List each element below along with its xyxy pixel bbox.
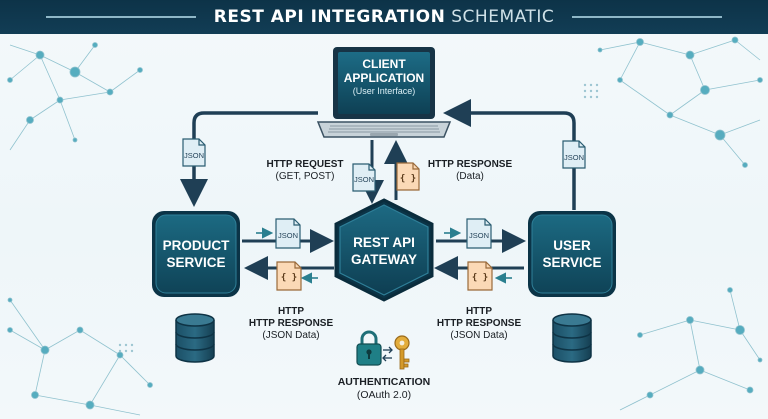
gateway-label-line2: GATEWAY bbox=[350, 251, 417, 267]
braces-file-icon: { } bbox=[276, 261, 302, 291]
json-file-icon: JSON bbox=[466, 218, 492, 249]
authentication-sub: (OAuth 2.0) bbox=[356, 388, 412, 401]
small-flow-arrows bbox=[256, 227, 512, 284]
product-service-box bbox=[152, 211, 240, 297]
http-response-top-title: HTTP RESPONSE bbox=[427, 159, 513, 170]
network-decoration-top-left bbox=[7, 42, 143, 151]
gateway-label-line1: REST API bbox=[353, 235, 415, 250]
client-label-line2: APPLICATION bbox=[343, 71, 425, 85]
svg-text:JSON: JSON bbox=[564, 153, 584, 162]
svg-text:{ }: { } bbox=[281, 273, 297, 283]
json-file-icon: JSON bbox=[562, 140, 586, 169]
network-decoration-top-right bbox=[597, 36, 763, 168]
right-http: HTTP bbox=[465, 306, 493, 317]
laptop-icon bbox=[316, 47, 452, 138]
right-response-label: HTTP HTTP RESPONSE (JSON Data) bbox=[424, 306, 534, 342]
json-file-icon: JSON bbox=[182, 138, 206, 167]
http-request-methods: (GET, POST) bbox=[275, 171, 335, 182]
http-request-title: HTTP REQUEST bbox=[266, 159, 344, 170]
svg-text:JSON: JSON bbox=[354, 175, 374, 184]
right-json-data: (JSON Data) bbox=[450, 330, 508, 341]
gateway-hexagon bbox=[334, 198, 434, 302]
exchange-arrows-icon bbox=[382, 346, 393, 362]
gateway-label: REST API GATEWAY bbox=[338, 235, 430, 269]
arrow-user-to-client bbox=[443, 99, 576, 210]
user-service-line2: SERVICE bbox=[542, 254, 602, 270]
client-label: CLIENT APPLICATION (User Interface) bbox=[338, 57, 430, 96]
network-decoration-bottom-right bbox=[619, 287, 763, 411]
title-bar: REST API INTEGRATION SCHEMATIC bbox=[0, 0, 768, 34]
http-response-top-label: HTTP RESPONSE (Data) bbox=[420, 159, 520, 183]
client-label-line1: CLIENT bbox=[362, 57, 406, 71]
left-http-response: HTTP RESPONSE bbox=[248, 318, 334, 329]
database-icon bbox=[552, 313, 592, 363]
product-service-line1: PRODUCT bbox=[162, 238, 230, 253]
title-light: SCHEMATIC bbox=[451, 7, 555, 27]
braces-file-icon: { } bbox=[467, 261, 493, 291]
title-divider-left bbox=[45, 16, 196, 18]
dot-grid-decoration bbox=[118, 83, 599, 353]
svg-text:{ }: { } bbox=[400, 174, 416, 184]
padlock-icon bbox=[356, 330, 382, 366]
json-file-icon: JSON bbox=[275, 218, 301, 249]
http-request-label: HTTP REQUEST (GET, POST) bbox=[258, 159, 352, 183]
product-service-label: PRODUCT SERVICE bbox=[156, 238, 236, 272]
database-icon bbox=[175, 313, 215, 363]
http-response-top-sub: (Data) bbox=[456, 171, 484, 182]
title-divider-right bbox=[572, 16, 723, 18]
svg-text:JSON: JSON bbox=[184, 151, 204, 160]
svg-text:JSON: JSON bbox=[278, 231, 298, 240]
left-http: HTTP bbox=[277, 306, 305, 317]
svg-text:JSON: JSON bbox=[469, 231, 489, 240]
left-json-data: (JSON Data) bbox=[262, 330, 320, 341]
page-title: REST API INTEGRATION SCHEMATIC bbox=[214, 7, 554, 27]
network-decoration-bottom-left bbox=[7, 297, 153, 416]
json-file-icon: JSON bbox=[352, 163, 376, 192]
arrow-client-to-product bbox=[180, 111, 318, 207]
right-http-response: HTTP RESPONSE bbox=[436, 318, 522, 329]
client-label-sub: (User Interface) bbox=[352, 86, 416, 96]
title-strong: REST API INTEGRATION bbox=[213, 7, 446, 27]
user-service-label: USER SERVICE bbox=[532, 238, 612, 272]
braces-file-icon: { } bbox=[396, 162, 420, 191]
user-service-box bbox=[528, 211, 616, 297]
key-icon bbox=[394, 335, 410, 370]
svg-text:{ }: { } bbox=[472, 273, 488, 283]
user-service-line1: USER bbox=[553, 238, 591, 253]
left-response-label: HTTP HTTP RESPONSE (JSON Data) bbox=[236, 306, 346, 342]
product-service-line2: SERVICE bbox=[166, 254, 226, 270]
authentication-title: AUTHENTICATION bbox=[337, 376, 431, 388]
authentication-label: AUTHENTICATION (OAuth 2.0) bbox=[324, 376, 444, 401]
